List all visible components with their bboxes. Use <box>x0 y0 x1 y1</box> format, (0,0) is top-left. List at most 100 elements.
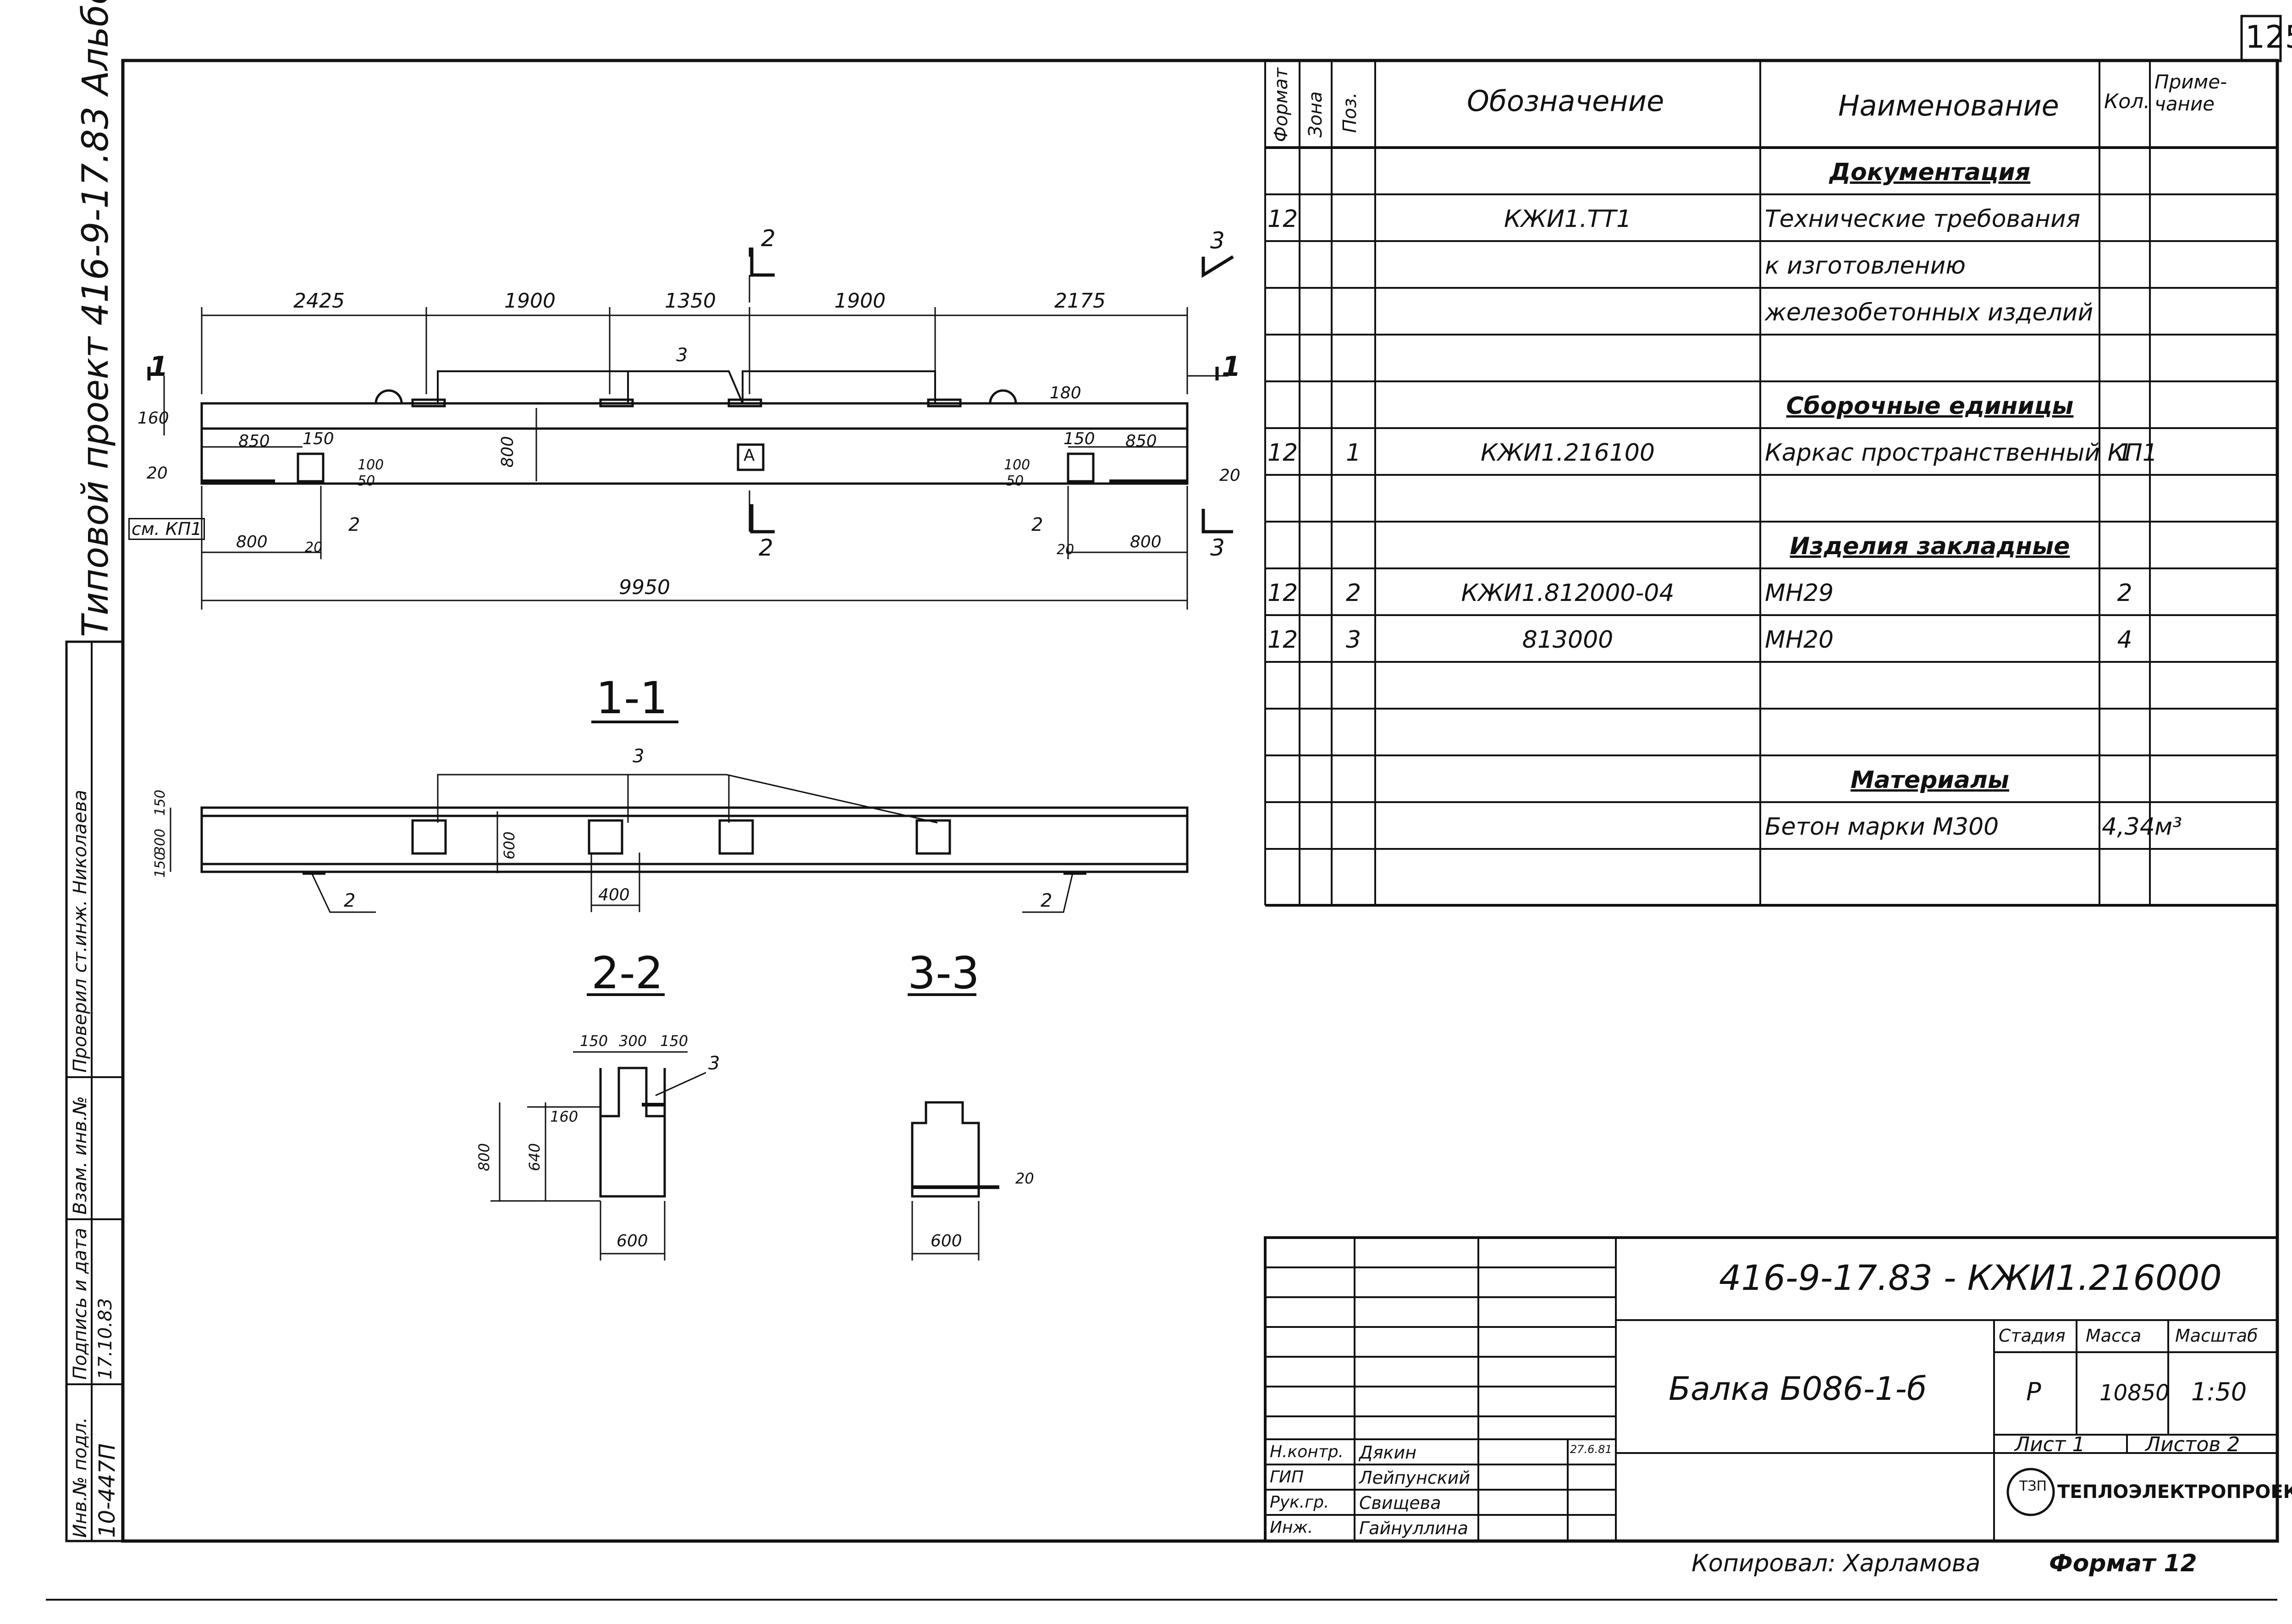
sec22-dim-160: 160 <box>550 1108 579 1125</box>
margin-inv-orig-value: 10-447П <box>94 1443 120 1538</box>
section-2-2-view <box>490 993 706 1261</box>
header-qty: Кол. <box>2104 90 2150 113</box>
signer-name: Лейпунский <box>1359 1468 1471 1488</box>
cell-pos: 3 <box>1345 626 1361 654</box>
header-format: Формат <box>1271 67 1292 142</box>
sec22-dim-150b: 150 <box>660 1032 689 1050</box>
sec22-dim-640: 640 <box>526 1143 543 1171</box>
title-block-lines <box>1264 1236 2279 1542</box>
elevation-dimensions <box>163 248 1229 610</box>
section-1-1-title: 1-1 <box>596 672 668 724</box>
cell-format: 12 <box>1267 439 1298 467</box>
sec22-dim-300: 300 <box>619 1032 647 1050</box>
sec22-label-3: 3 <box>708 1053 720 1074</box>
cell-name: Бетон марки М300 <box>1765 813 1999 841</box>
format-label: Формат 12 <box>2049 1550 2197 1577</box>
header-zone: Зона <box>1305 91 1326 138</box>
cell-name: железобетонных изделий <box>1765 299 2094 326</box>
section-heading: Сборочные единицы <box>1786 392 2074 420</box>
ref-kp1: см. КП1 <box>128 518 205 540</box>
dim-left-160: 160 <box>138 409 169 428</box>
sec11-label-3: 3 <box>633 746 645 767</box>
cut-mark-1-left: 1 <box>149 351 168 383</box>
cut-mark-2-top: 2 <box>761 225 776 252</box>
sec11-dim-150b: 150 <box>152 851 168 878</box>
cell-format: 12 <box>1267 205 1298 233</box>
cell-designation: КЖИ1.ТТ1 <box>1504 205 1632 233</box>
pos-label-3: 3 <box>676 345 688 366</box>
doc-code: 416-9-17.83 - КЖИ1.216000 <box>1719 1257 2222 1298</box>
album-title: Типовой проект 416-9-17.83 Альбом X г.1 <box>75 0 116 637</box>
sec11-label-2-right: 2 <box>1041 890 1052 911</box>
stage-label: Стадия <box>1999 1326 2066 1346</box>
pos-label-2-right: 2 <box>1031 514 1043 535</box>
cell-name: МН29 <box>1765 579 1834 607</box>
sec11-dim-400: 400 <box>598 886 630 904</box>
dim-right-20b: 20 <box>1219 466 1240 485</box>
cell-format: 12 <box>1267 579 1298 607</box>
sec33-dim-20: 20 <box>1015 1170 1034 1187</box>
cell-qty: 4 <box>2117 626 2132 654</box>
cell-name: Технические требования <box>1765 205 2081 233</box>
scale-value: 1:50 <box>2191 1377 2247 1406</box>
dim-right-100: 100 <box>1004 457 1030 473</box>
section-cut-marks <box>147 248 1234 534</box>
cell-designation: КЖИ1.812000-04 <box>1461 579 1675 607</box>
dim-height-800: 800 <box>498 436 517 468</box>
dim-1900-a: 1900 <box>504 289 556 313</box>
sheets-label: Листов 2 <box>2145 1433 2240 1456</box>
cell-name: Каркас пространственный КП1 <box>1765 439 2158 467</box>
cell-name: МН20 <box>1765 626 1834 654</box>
sec11-dim-300: 300 <box>152 828 168 855</box>
dim-left-20b: 20 <box>147 464 168 483</box>
cell-note: м³ <box>2154 813 2182 841</box>
section-3-3-title: 3-3 <box>908 947 980 999</box>
sec22-dim-800: 800 <box>475 1143 493 1171</box>
section-1-1-view <box>170 721 1189 913</box>
margin-replace-inv: Взам. инв.№ <box>70 1096 91 1215</box>
dim-right-150: 150 <box>1063 429 1095 448</box>
cell-designation: КЖИ1.216100 <box>1481 439 1655 467</box>
section-heading: Материалы <box>1850 766 2010 794</box>
stage-value: Р <box>2026 1377 2041 1406</box>
signer-role: Н.контр. <box>1270 1442 1344 1461</box>
dim-1900-b: 1900 <box>834 289 886 313</box>
dim-right-800: 800 <box>1130 533 1162 551</box>
main-frame <box>121 59 2279 1543</box>
sheet-number-box <box>2240 15 2282 62</box>
sec22-dim-600: 600 <box>617 1232 648 1250</box>
pos-label-2-left: 2 <box>348 514 360 535</box>
header-note: Приме-чание <box>2154 71 2227 116</box>
cut-mark-3-bottom: 3 <box>1210 534 1225 561</box>
cell-designation: 813000 <box>1522 626 1614 654</box>
copied-by: Копировал: Харламова <box>1691 1550 1981 1577</box>
mark-a: А <box>744 446 755 465</box>
signer-role: Инж. <box>1270 1518 1313 1537</box>
sec33-dim-600: 600 <box>931 1232 962 1250</box>
margin-checked: Проверил ст.инж. Николаева <box>70 790 91 1073</box>
dim-total-9950: 9950 <box>619 576 670 599</box>
signer-name: Гайнуллина <box>1359 1518 1468 1538</box>
dim-1350: 1350 <box>665 289 716 313</box>
cell-name: к изготовлению <box>1765 252 1966 280</box>
sec11-label-2-left: 2 <box>344 890 356 911</box>
dim-right-50: 50 <box>1006 473 1024 489</box>
scale-label: Масштаб <box>2175 1326 2258 1346</box>
dim-left-150: 150 <box>303 429 334 448</box>
cut-mark-2-bottom: 2 <box>759 534 773 561</box>
signer-name: Дякин <box>1359 1442 1417 1463</box>
org-logo-letters: ТЗП <box>2019 1478 2047 1494</box>
mass-label: Масса <box>2086 1326 2142 1346</box>
sec22-dim-150a: 150 <box>580 1032 608 1050</box>
margin-sign-date-value: 17.10.83 <box>95 1298 116 1380</box>
dim-right-20: 20 <box>1057 542 1074 558</box>
dim-left-100: 100 <box>358 457 384 473</box>
signer-role: ГИП <box>1270 1468 1304 1486</box>
dim-right-180: 180 <box>1050 384 1081 402</box>
margin-sign-date: Подпись и дата <box>70 1228 91 1380</box>
sec11-dim-150a: 150 <box>152 789 168 816</box>
dim-right-850: 850 <box>1125 432 1157 451</box>
margin-inv-orig: Инв.№ подл. <box>70 1417 91 1538</box>
section-heading: Изделия закладные <box>1790 533 2070 560</box>
